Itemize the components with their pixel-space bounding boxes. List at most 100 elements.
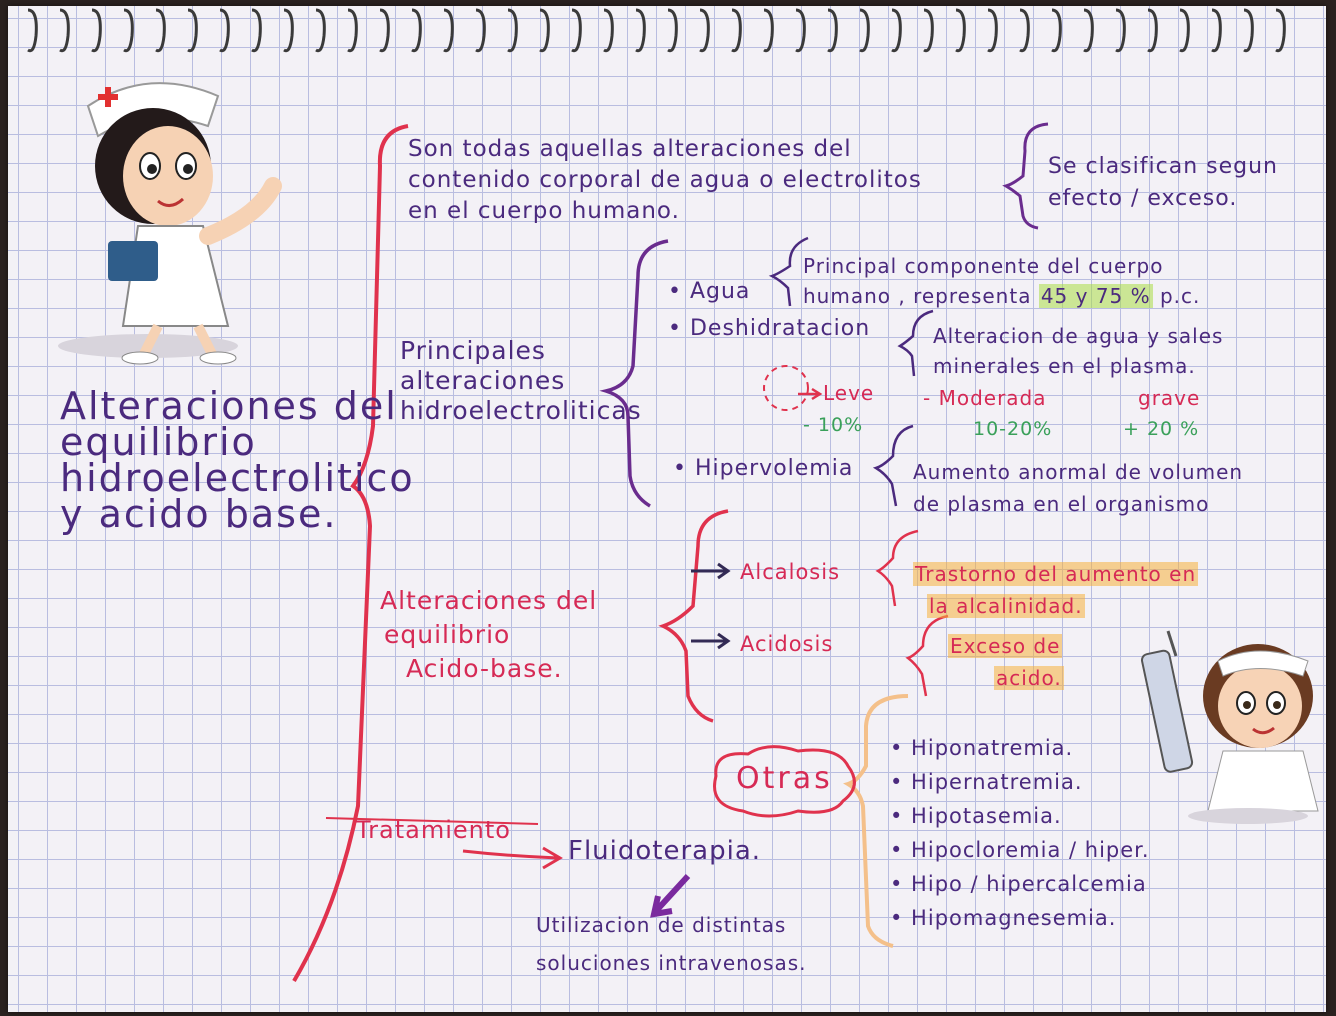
principales-heading-line2: alteraciones [400,366,566,395]
fluidoterapia-label: Fluidoterapia. [568,836,762,866]
agua-description: Principal componente del cuerpo humano ,… [803,251,1200,311]
main-brace [292,124,409,983]
otras-item-hipercalcemia: • Hipo / hipercalcemia [890,872,1147,896]
level-moderada-name: - Moderada [923,386,1047,410]
spiral-ring [1147,8,1158,53]
spiral-ring [891,8,902,53]
agua-desc2-suffix: p.c. [1159,284,1201,308]
spiral-ring [1083,8,1094,53]
spiral-ring [91,8,102,53]
spiral-ring [27,8,38,53]
spiral-ring [635,8,646,53]
spiral-ring [219,8,230,53]
alcalosis-desc2-highlight: la alcalinidad. [927,594,1085,618]
otras-label: Otras [736,761,833,796]
acido-base-heading-line3: Acido-base. [406,654,563,683]
spiral-ring [923,8,934,53]
spiral-ring [1115,8,1126,53]
main-title-line2: equilibrio [60,420,257,464]
acido-base-heading-line1: Alteraciones del [380,586,598,615]
otras-item-hiponatremia: • Hiponatremia. [890,736,1074,760]
spiral-ring [603,8,614,53]
classification-brace [1002,122,1049,230]
acidosis-desc-line1: Exceso de [948,630,1064,662]
hipervolemia-desc-line1: Aumento anormal de volumen [913,460,1244,484]
tratamiento-label: Tratamiento [356,816,511,844]
deshidratacion-description: Alteracion de agua y sales minerales en … [933,321,1223,381]
spiral-ring [347,8,358,53]
agua-desc-line1: Principal componente del cuerpo [803,254,1164,278]
deshidratacion-label: • Deshidratacion [668,316,871,341]
main-title-line4: y acido base. [60,492,338,536]
spiral-ring [1211,8,1222,53]
alcalosis-desc-line2: la alcalinidad. [913,590,1198,622]
deshidratacion-desc-line2: minerales en el plasma. [933,354,1196,378]
acido-base-heading: Alteraciones del equilibrio Acido-base. [380,584,597,686]
spiral-ring [187,8,198,53]
definition-line2: contenido corporal de agua o electrolito… [408,167,922,193]
level-leve-value: - 10% [803,414,864,436]
main-title: Alteraciones del equilibrio hidroelectro… [60,384,415,536]
principales-heading-line3: hidroelectroliticas [400,396,642,425]
acidosis-label: Acidosis [740,632,834,656]
spiral-ring [571,8,582,53]
spiral-ring [315,8,326,53]
acidosis-desc-line2: acido. [948,662,1064,694]
hipervolemia-description: Aumento anormal de volumen de plasma en … [913,456,1243,520]
spiral-ring [1243,8,1254,53]
otras-cloud [713,745,856,818]
hipervolemia-label: • Hipervolemia [673,456,854,481]
otras-item-hipocloremia: • Hipocloremia / hiper. [890,838,1150,862]
spiral-ring [987,8,998,53]
main-title-line1: Alteraciones del [60,384,398,428]
spiral-ring [507,8,518,53]
acido-base-heading-line2: equilibrio [384,620,511,649]
spiral-ring [763,8,774,53]
ink-strokes [292,122,1049,983]
agua-percentage-highlight: 45 y 75 % [1038,284,1153,308]
alcalosis-description: Trastorno del aumento en la alcalinidad. [913,558,1199,622]
principales-brace [599,239,669,508]
tratamiento-desc-line2: soluciones intravenosas. [536,951,807,975]
hipervolemia-desc-line2: de plasma en el organismo [913,492,1210,516]
level-grave-value: + 20 % [1123,418,1200,440]
tratamiento-description: Utilizacion de distintas soluciones intr… [536,906,807,982]
spiral-ring [1179,8,1190,53]
definition-text: Son todas aquellas alteraciones del cont… [408,134,922,227]
definition-line3: en el cuerpo humano. [408,198,680,224]
spiral-ring [475,8,486,53]
acidosis-desc2-highlight: acido. [994,666,1064,690]
otras-item-hipotasemia: • Hipotasemia. [890,804,1062,828]
alcalosis-desc1-highlight: Trastorno del aumento en [913,562,1199,586]
classification-line2: efecto / exceso. [1048,186,1238,211]
agua-label: • Agua [668,279,751,304]
spiral-ring [955,8,966,53]
spiral-ring [1275,8,1286,53]
spiral-ring [795,8,806,53]
spiral-ring [731,8,742,53]
spiral-ring [251,8,262,53]
deshidratacion-desc-line1: Alteracion de agua y sales [933,324,1224,348]
alcalosis-desc-line1: Trastorno del aumento en [913,558,1199,590]
agua-desc2-prefix: humano , representa [803,284,1032,308]
alcalosis-label: Alcalosis [740,560,841,584]
classification-text: Se clasifican segun efecto / exceso. [1048,151,1278,215]
classification-line1: Se clasifican segun [1048,154,1278,179]
definition-line1: Son todas aquellas alteraciones del [408,136,852,162]
spiral-ring [411,8,422,53]
spiral-ring [59,8,70,53]
nurse-with-syringe-clipart-right-icon [1140,630,1319,824]
spiral-ring [1019,8,1030,53]
acidosis-desc1-highlight: Exceso de [948,634,1063,658]
spiral-ring [699,8,710,53]
principales-heading: Principales alteraciones hidroelectrolit… [400,336,642,426]
main-title-line3: hidroelectrolitico [60,456,415,500]
spiral-ring [827,8,838,53]
spiral-ring [283,8,294,53]
level-grave-name: grave [1138,386,1201,410]
spiral-binding-icon [27,8,1286,53]
spiral-ring [539,8,550,53]
tratamiento-desc-line1: Utilizacion de distintas [536,913,787,937]
level-leve-name: Leve [823,381,875,405]
spiral-ring [379,8,390,53]
